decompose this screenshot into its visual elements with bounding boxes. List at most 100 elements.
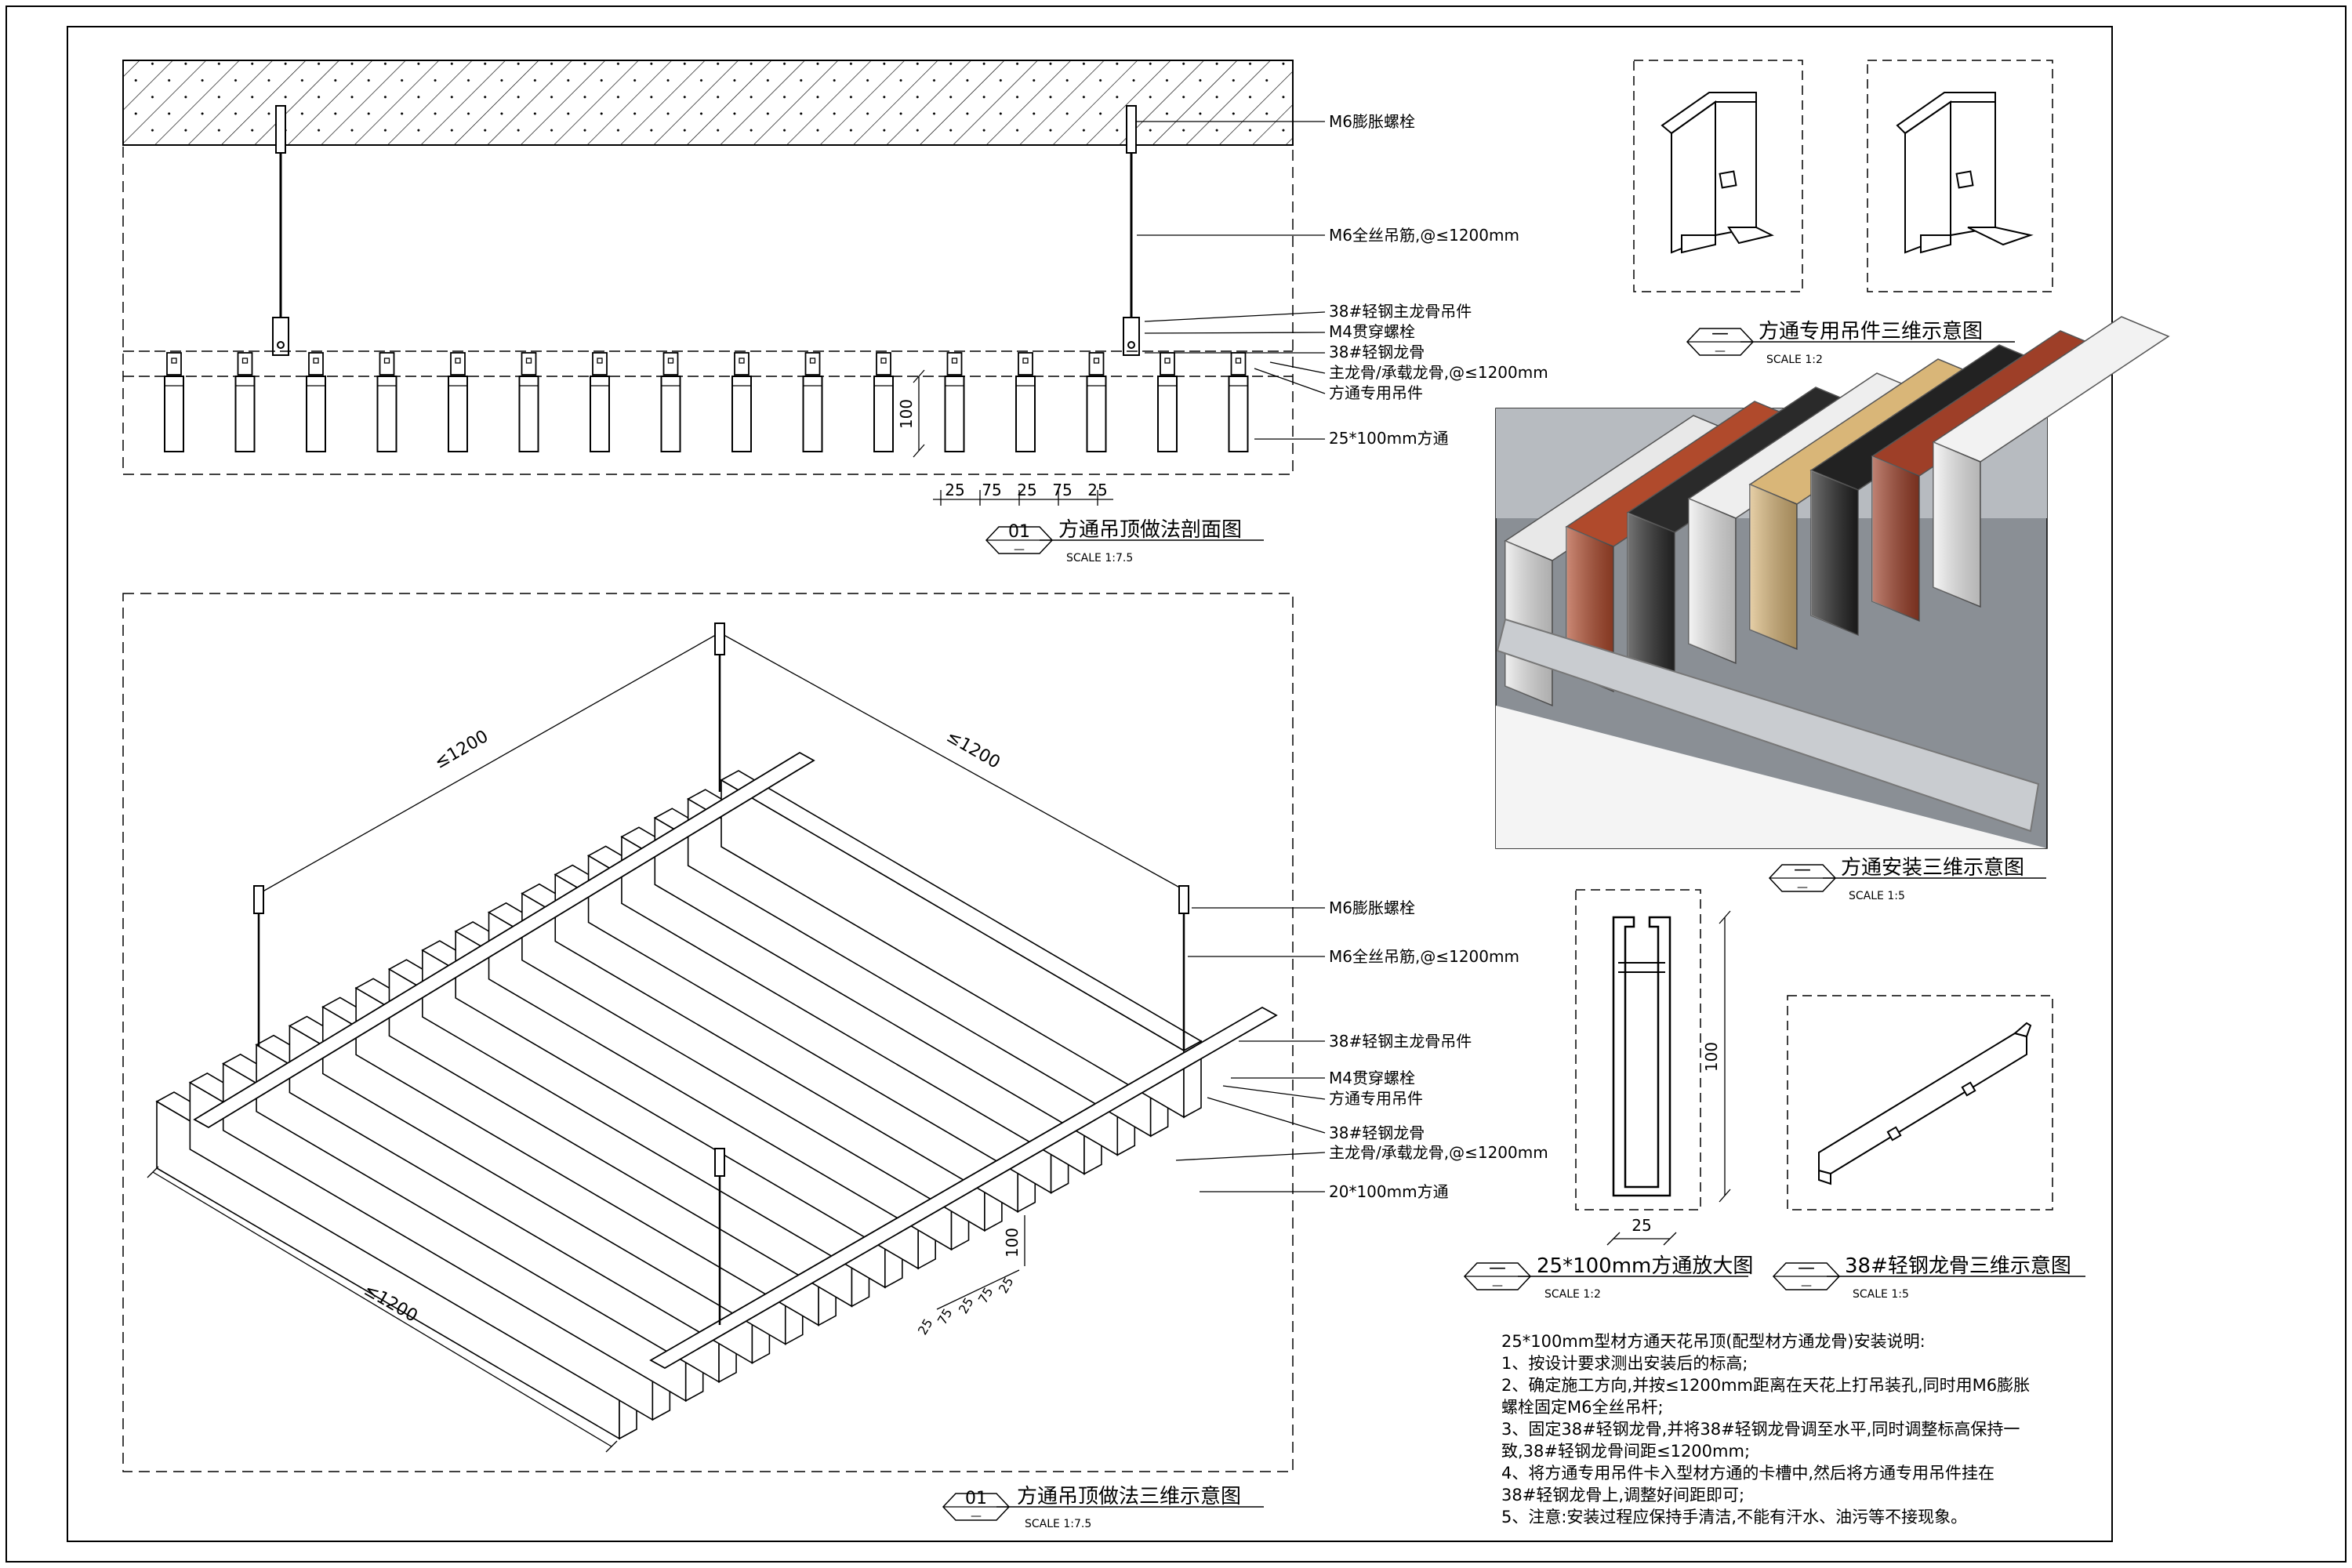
iso-label-m4-bolt: M4贯穿螺栓 (1329, 1069, 1415, 1087)
notes-line: 38#轻钢龙骨上,调整好间距即可; (1501, 1486, 1744, 1504)
section-spacing-5: 25 (1087, 481, 1107, 499)
title-keel3d-scale: SCALE 1:5 (1853, 1288, 1909, 1301)
section-hanger-clip (1088, 352, 1105, 376)
installation-notes: 25*100mm型材方通天花吊顶(配型材方通龙骨)安装说明: 1、按设计要求测出… (1501, 1332, 2030, 1526)
section-label-special-hanger: 方通专用吊件 (1329, 383, 1423, 402)
title-section-text: 方通吊顶做法剖面图 (1058, 518, 1242, 542)
section-hanger-clip (876, 352, 891, 376)
photo-tube-shade (1811, 470, 1858, 635)
section-spacing-1: 25 (945, 481, 964, 499)
section-tube (802, 376, 823, 452)
iso-spacing-3: 25 (956, 1295, 977, 1316)
notes-line: 致,38#轻钢龙骨间距≤1200mm; (1501, 1442, 1750, 1461)
title-iso-sub: — (971, 1510, 982, 1523)
iso-spacing-5: 25 (996, 1275, 1017, 1296)
section-hanger-clip (734, 352, 750, 376)
section-tube (1228, 376, 1249, 452)
section-clip-hole (667, 358, 674, 364)
iso-spacing-4: 75 (975, 1285, 996, 1306)
section-height-dim (913, 369, 925, 458)
section-hanger-clip (662, 352, 679, 376)
photo-keel (1496, 618, 2040, 833)
iso-label-bolt: M6膨胀螺栓 (1329, 898, 1415, 917)
iso-keels (193, 751, 1278, 1370)
section-hanger-clip (237, 352, 253, 376)
photo-tube-shade (1628, 513, 1675, 677)
section-hanger-clip (946, 352, 963, 376)
tube-detail-width: 25 (1632, 1216, 1651, 1235)
title-hanger3d-text: 方通专用吊件三维示意图 (1759, 320, 1983, 343)
section-tube (164, 376, 184, 452)
section-hanger-clip (521, 352, 537, 376)
section-clip-hole (1164, 358, 1171, 364)
iso-label-keel: 38#轻钢龙骨 (1329, 1123, 1425, 1142)
iso-label-main-keel: 主龙骨/承载龙骨,@≤1200mm (1329, 1143, 1548, 1162)
photo-tube-shade (1933, 442, 1980, 607)
section-hanger-clip (308, 352, 324, 376)
section-tube (1086, 376, 1107, 452)
tube-detail-height: 100 (1702, 1042, 1721, 1072)
section-tube (448, 376, 468, 452)
title-iso-scale: SCALE 1:7.5 (1025, 1518, 1091, 1530)
section-frame (122, 60, 1294, 475)
section-label-rod: M6全丝吊筋,@≤1200mm (1329, 226, 1519, 245)
title-tube-detail: — — 25*100mm方通放大图 SCALE 1:2 (1463, 1254, 1753, 1301)
title-photo-scale: SCALE 1:5 (1849, 890, 1905, 902)
title-iso: 01 — 方通吊顶做法三维示意图 SCALE 1:7.5 (942, 1485, 1264, 1530)
section-tube (306, 376, 326, 452)
title-iso-text: 方通吊顶做法三维示意图 (1017, 1485, 1241, 1508)
section-tube (1157, 376, 1178, 452)
main-hangers (272, 317, 1140, 356)
section-leaders (1137, 121, 1326, 440)
iso-leaders (1175, 907, 1326, 1192)
section-clip-hole (525, 358, 532, 364)
section-label-main-hanger: 38#轻钢主龙骨吊件 (1329, 302, 1472, 321)
notes-line: 螺栓固定M6全丝吊杆; (1501, 1398, 1664, 1417)
title-iso-num: 01 (965, 1489, 987, 1508)
section-clip-hole (597, 358, 603, 364)
section-spacing-3: 25 (1017, 481, 1036, 499)
section-label-m4-bolt: M4贯穿螺栓 (1329, 322, 1415, 341)
iso-label-tube: 20*100mm方通 (1329, 1182, 1449, 1201)
concrete-slab (122, 60, 1294, 146)
iso-dim-top-right: ≤1200 (943, 727, 1004, 773)
section-tube (376, 376, 397, 452)
section-label-keel: 38#轻钢龙骨 (1329, 343, 1425, 361)
title-tube-detail-scale: SCALE 1:2 (1544, 1288, 1601, 1301)
title-photo-sub: — (1797, 881, 1808, 894)
photo-tube-shade (1750, 485, 1797, 649)
section-hanger-clip (379, 352, 395, 376)
section-hanger-clip (1160, 352, 1175, 376)
section-clip-hole (809, 358, 816, 364)
tube-profile (1612, 916, 1671, 1197)
notes-title: 25*100mm型材方通天花吊顶(配型材方通龙骨)安装说明: (1501, 1332, 1926, 1351)
section-tube (731, 376, 752, 452)
section-clip-hole (455, 358, 461, 364)
title-section: 01 — 方通吊顶做法剖面图 SCALE 1:7.5 (985, 518, 1264, 564)
notes-line: 3、固定38#轻钢龙骨,并将38#轻钢龙骨调至水平,同时调整标高保持一 (1501, 1420, 2020, 1439)
section-tube (234, 376, 256, 452)
section-clip-hole (1235, 358, 1242, 364)
section-label-main-keel: 主龙骨/承载龙骨,@≤1200mm (1329, 363, 1548, 382)
section-view: M6膨胀螺栓 M6全丝吊筋,@≤1200mm 38#轻钢主龙骨吊件 M4贯穿螺栓… (122, 60, 1548, 506)
notes-line: 4、将方通专用吊件卡入型材方通的卡槽中,然后将方通专用吊件挂在 (1501, 1464, 1994, 1483)
section-clip-hole (880, 358, 887, 364)
title-section-sub: — (1014, 543, 1025, 556)
title-photo: — — 方通安装三维示意图 SCALE 1:5 (1768, 856, 2046, 902)
notes-line: 5、注意:安装过程应保持手清洁,不能有汗水、油污等不接现象。 (1501, 1508, 1967, 1526)
section-clip-hole (383, 358, 390, 364)
title-section-num: 01 (1008, 522, 1030, 542)
outer-border (5, 5, 2347, 1563)
title-keel3d-num: — (1798, 1258, 1815, 1278)
section-spacing-dim (933, 490, 1113, 506)
section-height-value: 100 (897, 399, 916, 429)
title-keel3d-sub: — (1801, 1279, 1812, 1292)
section-hanger-clip (804, 352, 821, 376)
section-clip-hole (739, 358, 745, 364)
title-keel3d-text: 38#轻钢龙骨三维示意图 (1845, 1254, 2071, 1278)
iso-tubes (155, 770, 1203, 1440)
hanger-right (1896, 92, 2034, 254)
section-tube (590, 376, 610, 452)
keel-3d-view (1787, 995, 2053, 1210)
title-photo-text: 方通安装三维示意图 (1841, 856, 2024, 880)
